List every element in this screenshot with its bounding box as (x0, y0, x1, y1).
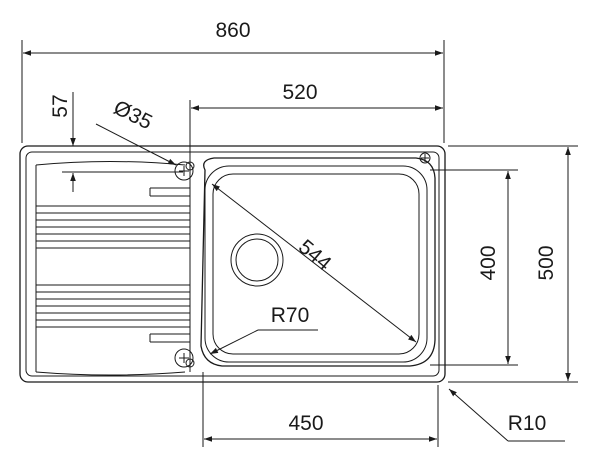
label-front-offset: 57 (49, 94, 72, 117)
dimension-outer-radius: R10 (448, 388, 565, 442)
label-tap-hole: Ø35 (110, 96, 156, 134)
dimension-tap-hole: Ø35 (95, 96, 177, 166)
dimension-overall-depth: 500 (448, 145, 578, 383)
fixing-points (174, 152, 431, 368)
drainer-board (35, 161, 191, 376)
dimension-bowl-diagonal: 544 (211, 183, 417, 343)
dimension-bowl-offset: 520 (189, 81, 443, 168)
label-corner-radius: R70 (271, 304, 310, 327)
label-overall-depth: 500 (535, 245, 558, 280)
dimension-front-offset: 57 (49, 92, 183, 192)
drain-hole (230, 233, 284, 287)
dimension-bowl-depth: 400 (430, 169, 518, 366)
label-bowl-diagonal: 544 (294, 235, 336, 275)
label-bowl-depth: 400 (477, 245, 500, 280)
dimension-corner-radius: R70 (209, 304, 318, 355)
drainer-ribs (36, 205, 190, 328)
label-overall-width: 860 (215, 19, 250, 42)
label-bowl-offset: 520 (282, 81, 317, 104)
label-outer-radius: R10 (508, 412, 547, 435)
dimension-overall-width: 860 (21, 19, 445, 143)
sink-outline (19, 145, 446, 383)
label-bowl-width: 450 (288, 412, 323, 435)
dimension-bowl-width: 450 (202, 372, 439, 447)
